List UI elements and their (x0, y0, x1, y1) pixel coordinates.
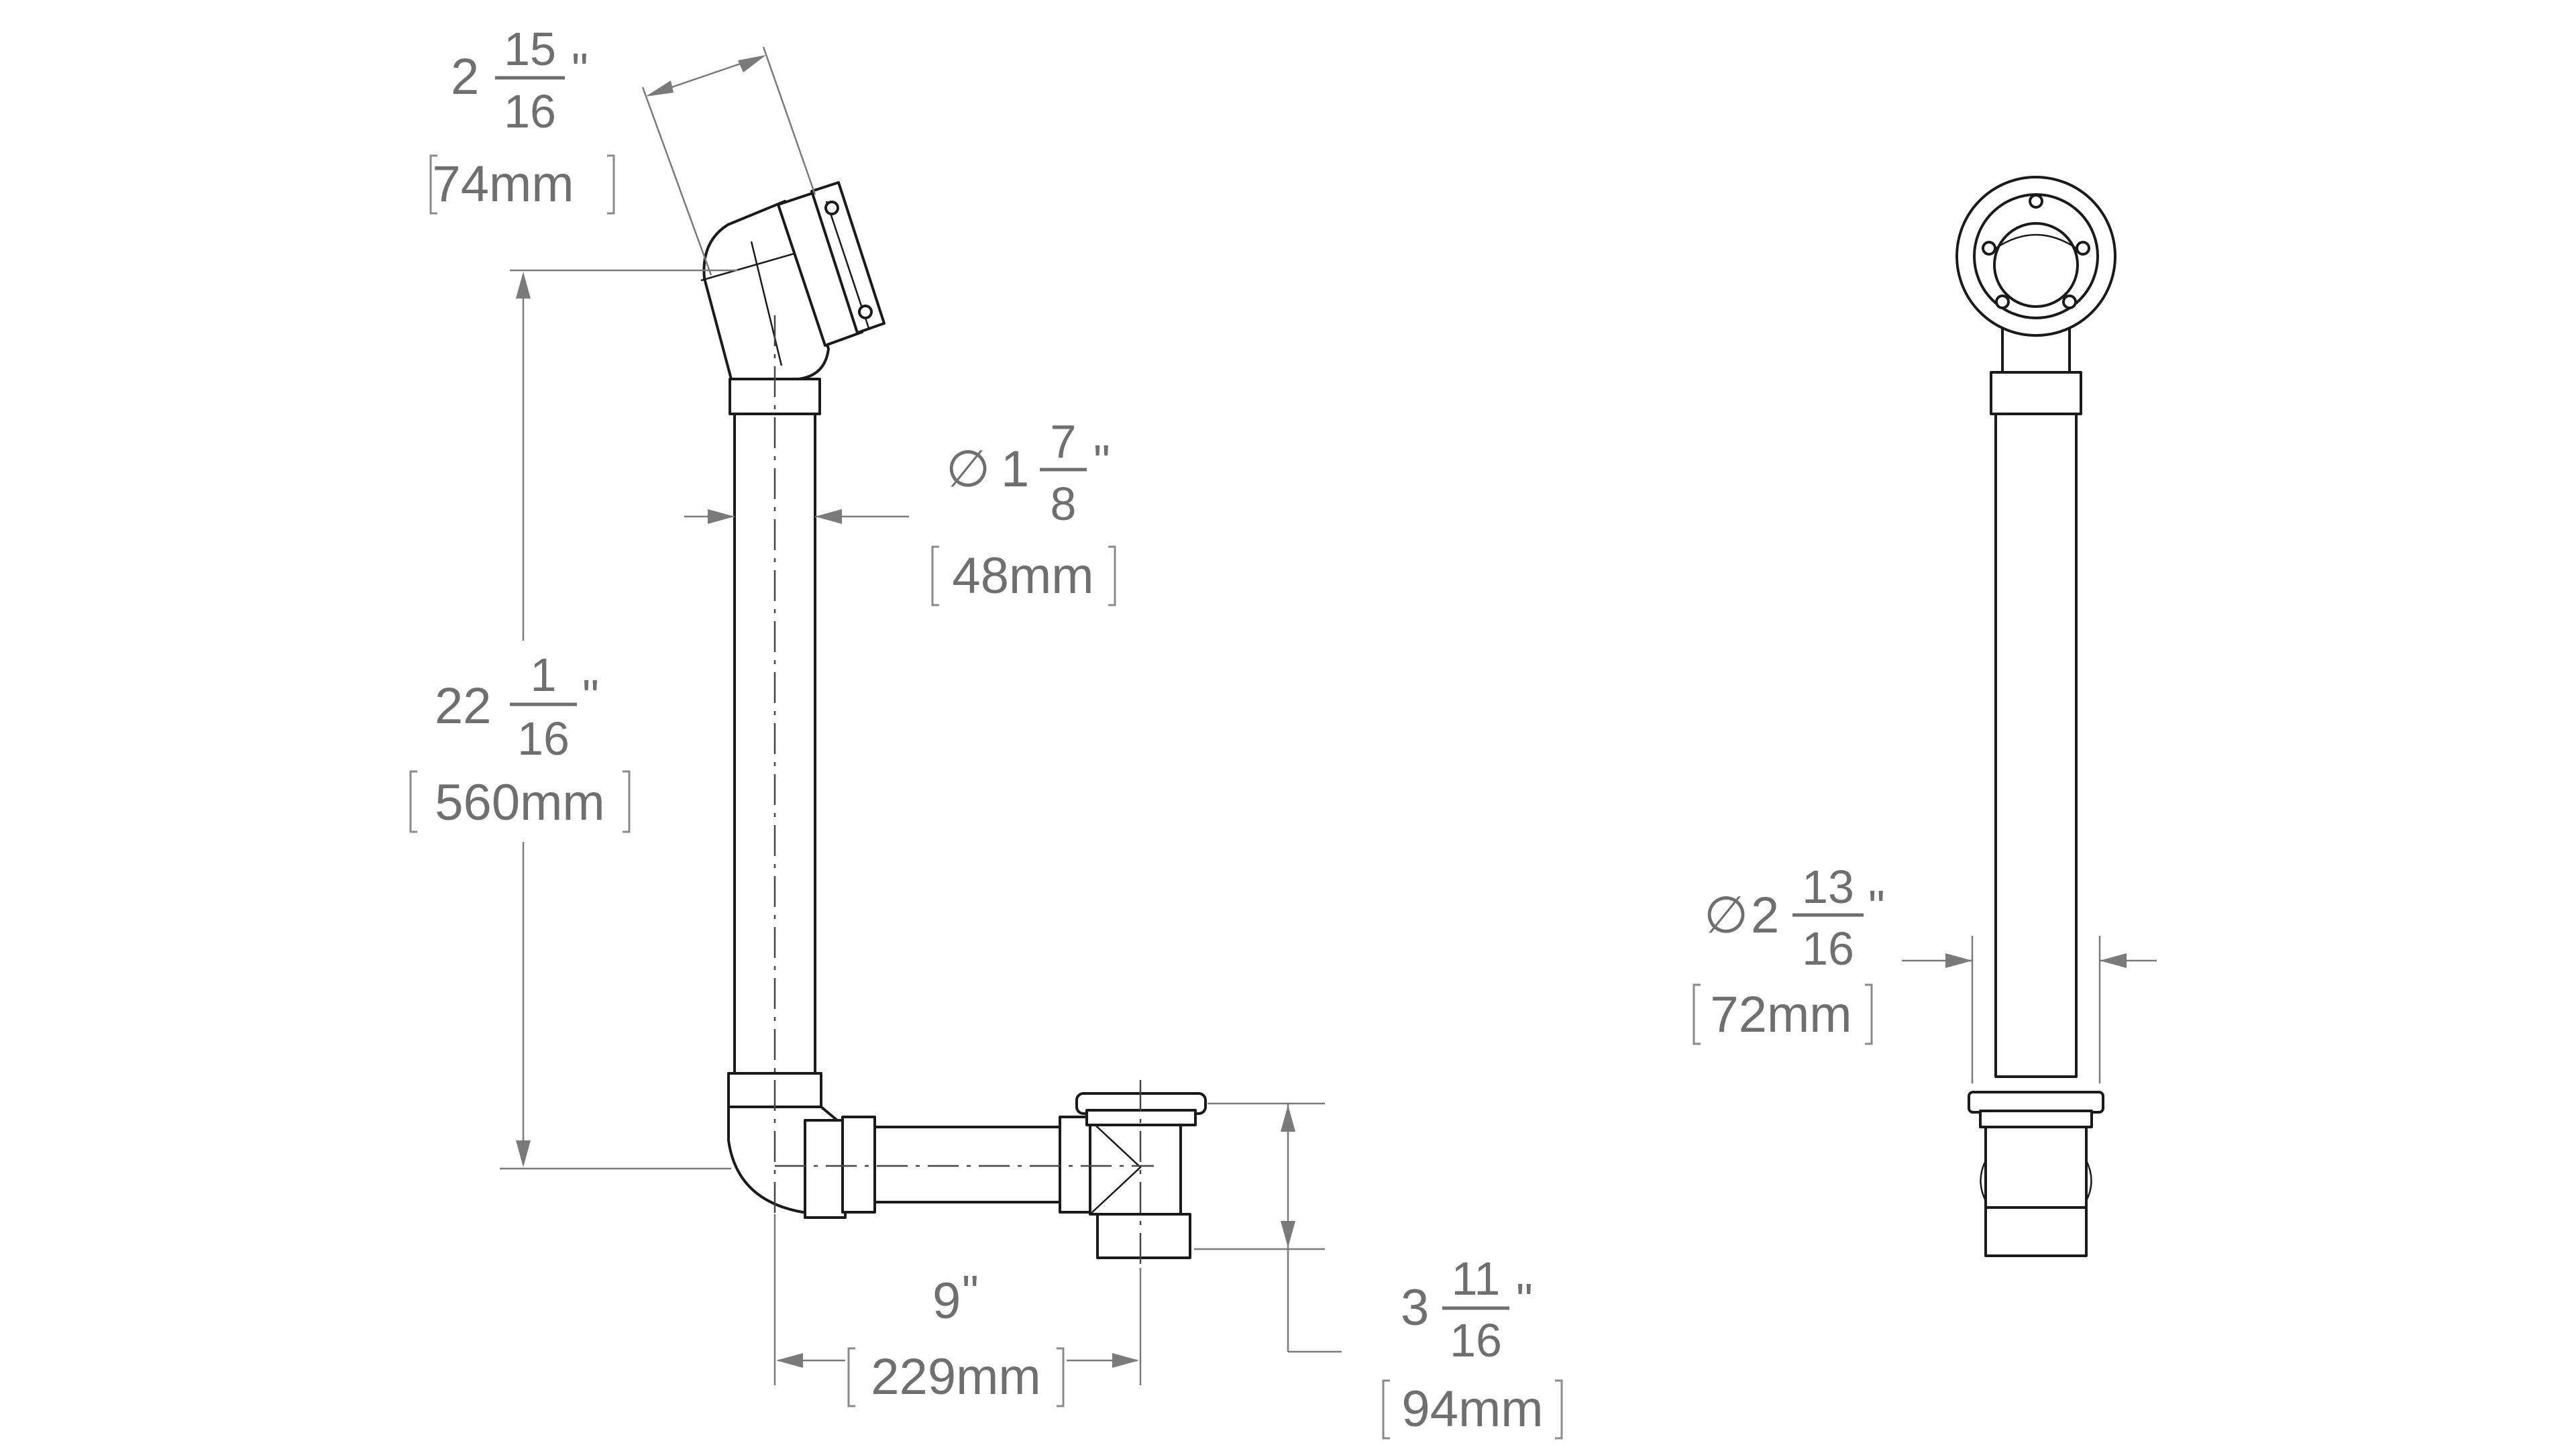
faceplate-screw-bottom (858, 305, 873, 319)
arrow-dia-left (708, 509, 735, 524)
svg-text:": " (572, 44, 588, 96)
drain-bottom-hub (1096, 1213, 1191, 1259)
svg-text:560mm: 560mm (435, 774, 604, 831)
side-bottom-ring (1979, 1110, 2093, 1128)
side-drain-hub (1984, 1206, 2088, 1257)
overflow-elbow-seam (700, 248, 809, 282)
arrow-shoe-right (1112, 1353, 1139, 1368)
side-pipe (1994, 411, 2078, 1078)
svg-text:1: 1 (531, 649, 557, 701)
arrow-overflow-right (738, 55, 766, 72)
svg-text:48mm: 48mm (952, 547, 1093, 604)
side-view (1955, 176, 2116, 1257)
svg-text:": " (1093, 435, 1110, 488)
faceplate-screw-top (824, 201, 839, 215)
svg-text:9: 9 (932, 1273, 961, 1330)
svg-text:8: 8 (1051, 478, 1077, 530)
arrow-side-right (2100, 953, 2127, 968)
svg-text:1: 1 (1001, 441, 1029, 498)
svg-text:∅: ∅ (946, 441, 990, 498)
arrow-height-top (516, 272, 531, 299)
svg-text:16: 16 (1802, 922, 1854, 975)
side-bottom-flange (1968, 1091, 2104, 1114)
svg-text:16: 16 (504, 85, 556, 138)
svg-text:15: 15 (504, 23, 556, 75)
label-overflow-width: 2 15 16 " 74mm (429, 23, 615, 215)
overflow-cover (810, 181, 885, 334)
side-drain-body (1984, 1126, 2088, 1209)
svg-text:16: 16 (1450, 1314, 1502, 1366)
label-height: 22 1 16 " 560mm (409, 649, 631, 833)
svg-text:7: 7 (1051, 415, 1077, 468)
svg-text:": " (962, 1266, 979, 1318)
label-side-diameter: ∅ 2 13 16 " 72mm (1693, 861, 1885, 1045)
svg-text:74mm: 74mm (432, 156, 574, 213)
svg-text:∅: ∅ (1704, 887, 1748, 944)
svg-text:": " (582, 670, 599, 722)
shoe-collar-left (841, 1116, 876, 1214)
svg-text:229mm: 229mm (871, 1348, 1040, 1405)
arrow-drain-bottom (1281, 1221, 1295, 1248)
elbow-collar (804, 1119, 847, 1219)
arrow-side-left (1945, 953, 1972, 968)
shoe-pipe (871, 1126, 1068, 1203)
svg-text:72mm: 72mm (1710, 986, 1851, 1043)
label-pipe-diameter: ∅ 1 7 8 " 48mm (931, 415, 1116, 606)
svg-text:94mm: 94mm (1401, 1381, 1543, 1438)
svg-text:13: 13 (1802, 861, 1854, 913)
arrow-dia-right (815, 509, 842, 524)
svg-text:16: 16 (517, 712, 570, 765)
front-dimensions (500, 46, 1342, 1385)
side-dimensions (1902, 936, 2157, 1083)
svg-text:": " (1868, 881, 1885, 933)
front-view (700, 181, 1207, 1268)
label-shoe-length: 9 " 229mm (847, 1266, 1065, 1407)
svg-text:22: 22 (435, 678, 492, 735)
svg-text:2: 2 (451, 48, 479, 105)
arrow-height-bottom (516, 1140, 531, 1167)
svg-text:2: 2 (1751, 887, 1779, 944)
side-overflow-face-inner (1993, 222, 2079, 308)
drain-tee (1089, 1119, 1182, 1216)
svg-text:": " (1516, 1274, 1533, 1326)
arrow-shoe-left (776, 1353, 803, 1368)
svg-text:11: 11 (1452, 1252, 1501, 1305)
label-drain-height: 3 11 16 " 94mm (1382, 1252, 1563, 1440)
arrow-overflow-left (645, 80, 674, 97)
svg-text:3: 3 (1401, 1279, 1429, 1336)
shoe-collar-right (1059, 1116, 1093, 1214)
side-top-collar (1990, 371, 2082, 415)
arrow-drain-top (1281, 1105, 1295, 1132)
